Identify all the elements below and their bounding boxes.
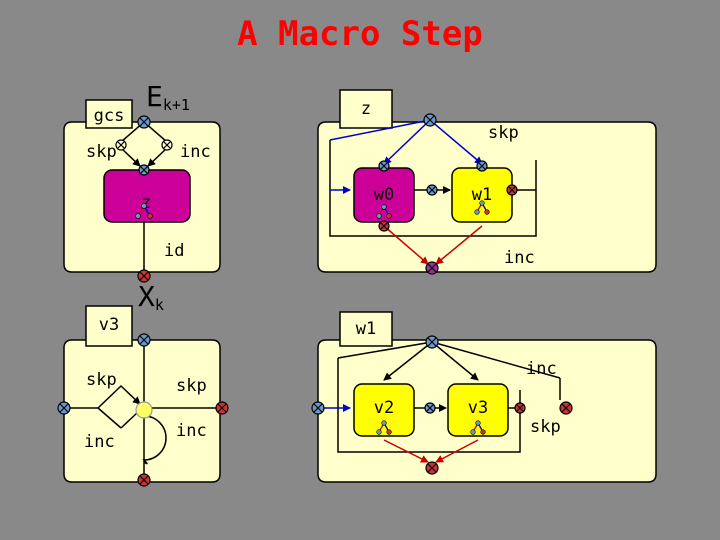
edge-diamond-bottom-b (120, 411, 139, 429)
top-label-x: Xk (138, 280, 164, 314)
tab-v3 (85, 305, 133, 347)
edge-label-inc: inc (180, 142, 211, 162)
edge-diamond-top (97, 384, 141, 409)
state-label-z: z (141, 193, 151, 213)
panel-bottom-right: w1 inc v2 v3 skp (311, 311, 657, 483)
port-center-yellow (135, 401, 153, 419)
edge-to-w0 (383, 119, 431, 165)
tab-w1 (339, 311, 393, 347)
edge-label-skp-left: skp (86, 370, 117, 390)
page-title: A Macro Step (237, 14, 483, 54)
tab-z (339, 89, 393, 129)
edge-to-v3 (431, 341, 479, 381)
tab-label-gcs: gcs (94, 106, 125, 126)
state-label-w1: w1 (472, 185, 492, 205)
substate-icon-v3 (470, 420, 486, 435)
loop-frame-bottom (337, 358, 521, 453)
edge-to-w1 (429, 119, 483, 165)
edge-w0-exit (383, 225, 429, 265)
state-v3 (447, 383, 509, 437)
edge-label-skp-right: skp (176, 376, 207, 396)
edge-label-skp-right-br: skp (530, 417, 561, 437)
edge-loop (142, 415, 167, 465)
edge-label-inc-right: inc (176, 421, 207, 441)
substate-icon-v2 (376, 420, 392, 435)
tab-label-v3: v3 (99, 315, 119, 335)
edge-diamond-bottom (97, 407, 122, 429)
edge-label-skp-top: skp (488, 123, 519, 143)
edge-label-inc-bottom: inc (504, 248, 535, 268)
state-label-v3: v3 (468, 398, 488, 418)
edge-label-inc-top: inc (526, 359, 557, 379)
substate-icon (135, 203, 153, 219)
state-v2 (353, 383, 415, 437)
edge-label-id: id (164, 241, 184, 261)
edge-to-right (431, 341, 561, 379)
substate-icon-w1 (474, 200, 490, 215)
edge-z-to-loop (329, 119, 431, 141)
entry-label-e: Ek+1 (146, 80, 190, 114)
edge-v3-exit (435, 439, 479, 463)
edge-label-inc-left: inc (84, 432, 115, 452)
edge-inc-bottom (147, 147, 168, 167)
edge-w1-exit (435, 225, 483, 265)
edge-v2-exit (383, 439, 429, 463)
loop-frame (329, 140, 537, 237)
state-label-v2: v2 (374, 398, 394, 418)
panel-bottom-left: v3 Xk skp inc skp inc (57, 280, 229, 487)
substate-icon-w0 (376, 204, 392, 219)
edge-to-loop-bottom (337, 341, 433, 359)
panel-top-right: z skp w0 w1 inc (317, 89, 657, 275)
tab-label-z: z (361, 99, 371, 119)
edge-skp-bottom (120, 147, 141, 167)
edge-to-v2 (383, 341, 433, 381)
edge-label-skp: skp (86, 142, 117, 162)
panel-top-left: gcs Ek+1 skp inc z id (63, 80, 221, 283)
tab-gcs (85, 99, 133, 129)
state-label-w0: w0 (374, 185, 394, 205)
tab-label-w1: w1 (356, 319, 376, 339)
